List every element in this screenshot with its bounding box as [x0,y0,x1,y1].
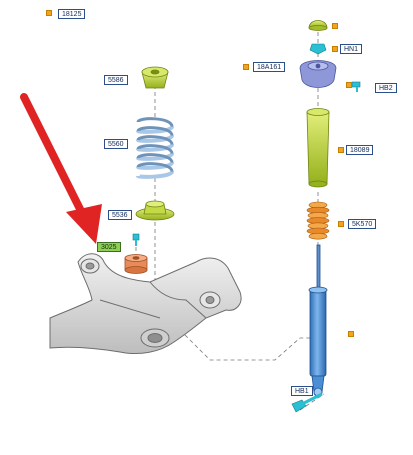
marker-5k570 [338,221,344,227]
label-5586: 5586 [104,75,128,85]
upper-spring-seat [141,66,169,89]
red-arrow-pointer [20,93,102,244]
label-3025: 3025 [97,242,121,252]
label-5560: 5560 [104,139,128,149]
lower-spring-seat [135,200,175,221]
assembly-lines [135,32,325,411]
label-hb1: HB1 [291,386,313,396]
bump-stop-pad-left [124,254,148,274]
mount-bolt [351,81,361,92]
label-hb2: HB2 [375,83,397,93]
marker-18125 [46,10,52,16]
label-18125: 18125 [58,9,86,19]
marker-hb2 [346,82,352,88]
label-5536: 5536 [108,210,132,220]
lower-bolt [291,392,323,413]
marker-top-cap [332,23,338,29]
bump-stop-right [306,201,330,240]
top-mount [299,60,337,88]
dust-boot [306,108,330,188]
subframe [49,253,242,355]
top-nut [309,43,327,55]
marker-18089 [338,147,344,153]
label-hn1: HN1 [340,44,363,54]
label-18089: 18089 [346,145,374,155]
label-18a161: 18A161 [253,62,286,72]
marker-18a161 [243,64,249,70]
fastener-left [132,233,140,246]
label-5k570: 5K570 [348,219,377,229]
marker-hn1 [332,46,338,52]
coil-spring [136,117,174,179]
shock-absorber [308,244,328,397]
marker-shock [348,331,354,337]
top-cap [308,20,328,31]
